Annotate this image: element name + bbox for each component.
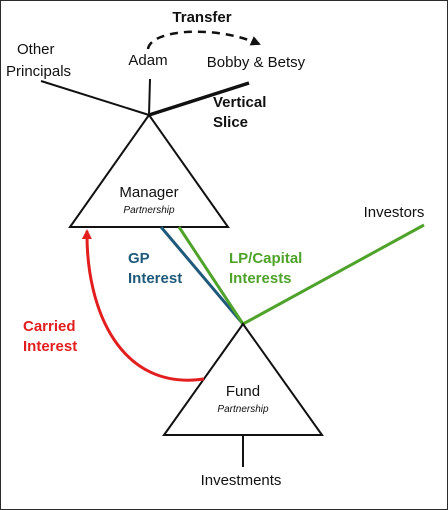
carried-interest-label-line2: Interest — [23, 338, 77, 355]
gp-interest-label-line1: GP — [128, 250, 150, 267]
manager-triangle — [68, 113, 230, 228]
vertical-slice-line — [148, 81, 250, 117]
vertical-slice-label-line2: Slice — [213, 114, 248, 131]
carried-interest-arrow — [81, 229, 205, 382]
adam-label: Adam — [128, 52, 167, 69]
fund-type-label: Partnership — [217, 404, 269, 415]
other-principals-line — [40, 80, 150, 116]
transfer-label: Transfer — [172, 9, 231, 26]
gp-interest-label-line2: Interest — [128, 270, 182, 287]
investments-label: Investments — [201, 472, 282, 489]
adam-line — [148, 78, 151, 116]
manager-type-label: Partnership — [123, 205, 175, 216]
investors-label: Investors — [364, 204, 425, 221]
bobby-betsy-label: Bobby & Betsy — [207, 54, 306, 71]
carried-interest-label-line1: Carried — [23, 318, 76, 335]
vertical-slice-label-line1: Vertical — [213, 94, 266, 111]
lp-capital-label-line1: LP/Capital — [229, 250, 302, 267]
other-principals-label-line1: Other — [17, 41, 55, 58]
other-principals-label-line2: Principals — [6, 63, 71, 80]
fund-label: Fund — [226, 383, 260, 400]
lp-capital-line — [177, 226, 245, 325]
transfer-arrow — [146, 30, 261, 50]
lp-capital-label-line2: Interests — [229, 270, 292, 287]
manager-label: Manager — [119, 184, 178, 201]
investors-line — [242, 223, 425, 326]
gp-interest-line — [159, 226, 245, 325]
